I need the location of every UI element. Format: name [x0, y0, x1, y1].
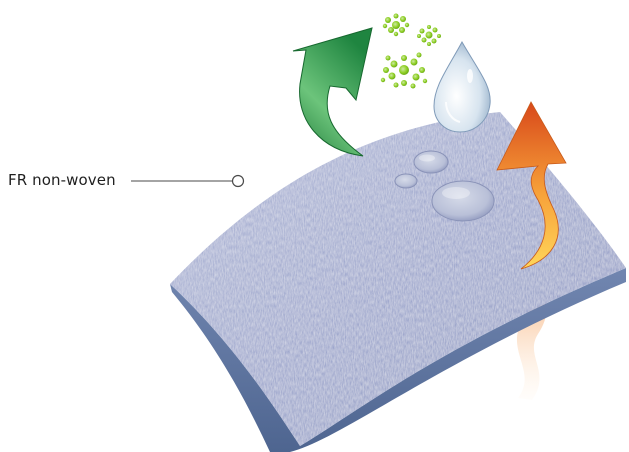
green-curved-arrow-icon — [293, 28, 372, 156]
green-particle-cluster-icon — [381, 14, 441, 89]
callout-label-fr-non-woven: FR non-woven — [8, 169, 116, 191]
callout-marker — [233, 176, 244, 187]
water-droplet-icon — [434, 42, 490, 132]
